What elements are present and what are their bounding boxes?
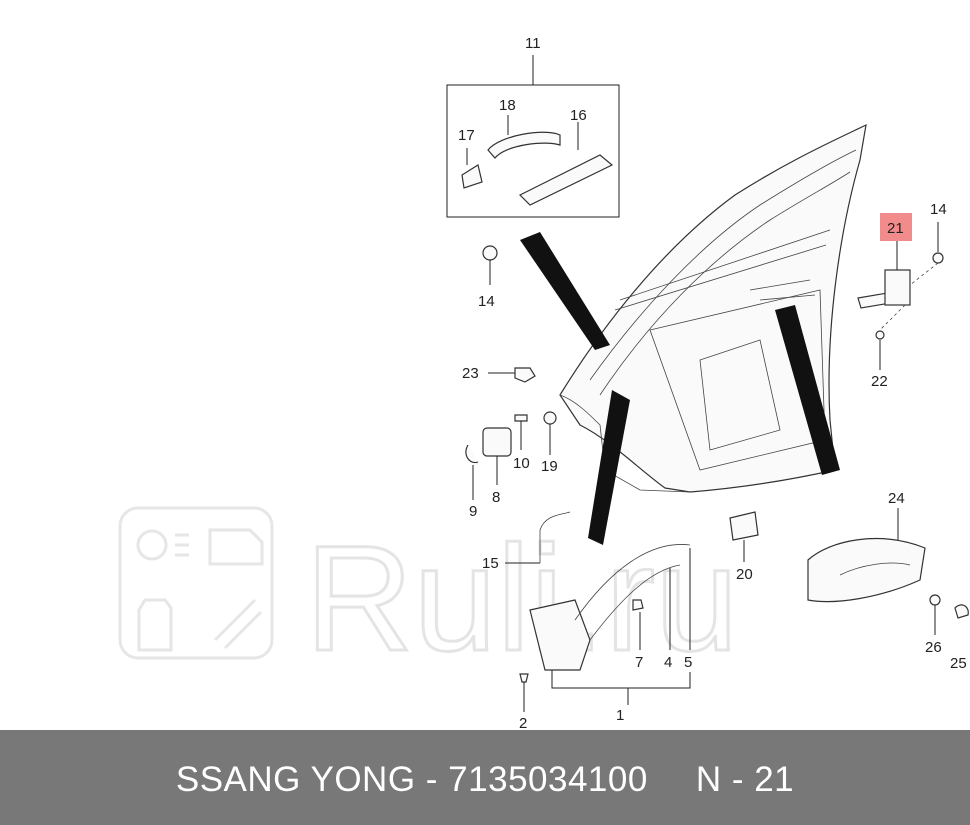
callout-2: 2: [519, 715, 527, 730]
watermark-logo: Ruli.ru: [118, 506, 740, 684]
callout-15: 15: [482, 555, 499, 572]
callout-17: 17: [458, 127, 475, 144]
callout-1: 1: [616, 707, 624, 724]
callout-21: 21: [887, 220, 904, 237]
callout-9: 9: [469, 503, 477, 520]
callout-25: 25: [950, 655, 967, 672]
callout-7: 7: [635, 654, 643, 671]
callout-11: 11: [525, 35, 541, 52]
callout-23: 23: [462, 365, 479, 382]
left-small-parts: [465, 245, 557, 500]
latch-and-cables: [505, 511, 691, 712]
callout-4: 4: [664, 654, 672, 671]
inside-handle-24: [807, 508, 969, 635]
callout-14-right: 14: [930, 201, 947, 218]
callout-24: 24: [888, 490, 905, 507]
callout-14-left: 14: [478, 293, 495, 310]
callout-22: 22: [871, 373, 888, 390]
footer-brand: SSANG YONG: [175, 760, 416, 799]
door-checker-assembly: [857, 222, 944, 370]
footer-caption: SSANG YONG - 7135034100 N - 21: [0, 760, 970, 800]
callout-19: 19: [541, 458, 558, 475]
callout-16: 16: [570, 107, 587, 124]
callout-20: 20: [736, 566, 753, 583]
footer-bar: SSANG YONG - 7135034100 N - 21: [0, 730, 970, 825]
footer-separator: -: [415, 760, 449, 799]
callout-10: 10: [513, 455, 530, 472]
callout-8: 8: [492, 489, 500, 506]
footer-part-number: 7135034100: [448, 760, 648, 799]
outside-handle-group: [446, 55, 620, 218]
door-parts-diagram: Ruli.ru: [118, 35, 969, 730]
callout-26: 26: [925, 639, 942, 656]
rear-door-assembly: [520, 123, 867, 545]
footer-position: N - 21: [695, 760, 795, 799]
bracket-20: [729, 511, 759, 562]
highlight-box-21: [880, 213, 912, 241]
callout-5: 5: [684, 654, 692, 671]
callout-18: 18: [499, 97, 516, 114]
watermark-text: Ruli.ru: [305, 514, 738, 682]
